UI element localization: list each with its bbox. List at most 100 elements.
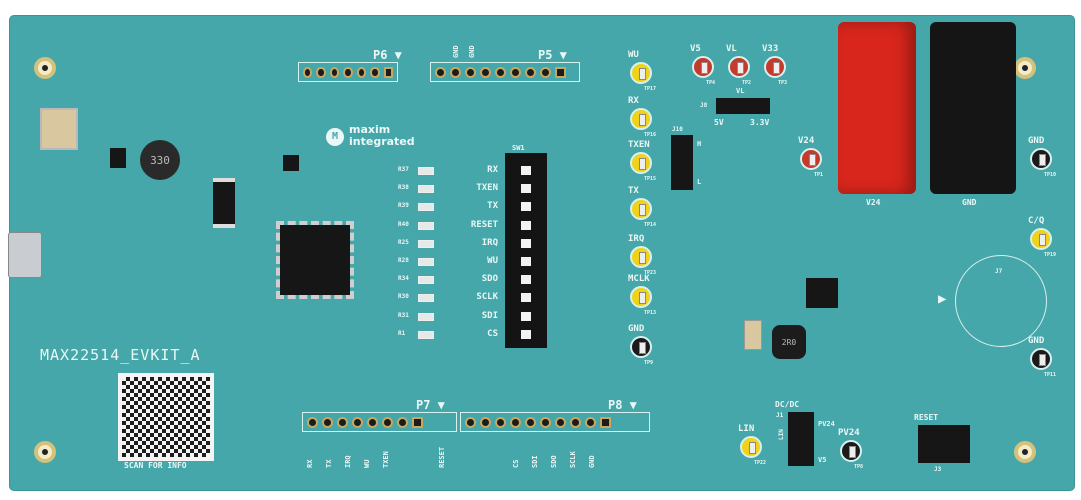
test-point-v5[interactable] [692, 56, 714, 78]
header-p7[interactable] [302, 412, 457, 432]
test-point-label: MCLK [628, 274, 650, 284]
header-pin[interactable] [540, 416, 551, 428]
header-pin[interactable] [397, 416, 408, 428]
jumper-j10[interactable] [671, 135, 693, 190]
jumper-j3[interactable] [918, 425, 970, 463]
header-pin[interactable] [316, 66, 326, 78]
banana-jack-red[interactable] [838, 22, 916, 194]
test-point-vl[interactable] [728, 56, 750, 78]
j10-top-label: H [697, 140, 702, 148]
dip-toggle[interactable] [521, 257, 531, 266]
p7-label-text: P7 [416, 398, 431, 412]
test-point-label: C/Q [1028, 216, 1045, 226]
header-pin[interactable] [307, 416, 318, 428]
test-point-wu[interactable] [630, 62, 652, 84]
resistor-ref: R25 [398, 238, 409, 246]
test-point-v33[interactable] [764, 56, 786, 78]
header-p8[interactable] [460, 412, 650, 432]
dip-toggle[interactable] [521, 202, 531, 212]
header-pin[interactable] [435, 66, 446, 78]
header-pin[interactable] [450, 66, 461, 78]
header-pin[interactable] [510, 66, 521, 78]
header-pin[interactable] [322, 416, 333, 428]
test-point-gnd_mid[interactable] [630, 336, 652, 358]
dip-toggle[interactable] [521, 220, 531, 230]
test-point-v24[interactable] [800, 148, 822, 170]
dip-toggle[interactable] [521, 166, 531, 175]
test-point-lin[interactable] [740, 436, 762, 458]
test-point-label: RX [628, 96, 639, 106]
header-pin[interactable] [382, 416, 393, 428]
header-pin[interactable] [480, 66, 491, 78]
header-pin[interactable] [303, 66, 313, 78]
test-point-gnd_r2[interactable] [1030, 348, 1052, 370]
resistor [418, 167, 434, 175]
header-pin[interactable] [495, 416, 506, 428]
header-p5[interactable] [430, 62, 580, 82]
header-pin[interactable] [356, 66, 367, 78]
mounting-hole [34, 57, 56, 79]
j3-label: RESET [914, 413, 939, 422]
dip-toggle[interactable] [521, 238, 531, 248]
header-pin[interactable] [352, 416, 363, 428]
p8-pin-label: SDI [531, 455, 539, 468]
test-point-gnd_r1[interactable] [1030, 148, 1052, 170]
header-pin[interactable] [337, 416, 348, 428]
header-p6[interactable] [298, 62, 398, 82]
dip-toggle[interactable] [521, 184, 531, 194]
test-point-pv24[interactable] [840, 440, 862, 462]
dip-toggle[interactable] [521, 293, 531, 303]
header-pin[interactable] [570, 416, 581, 428]
test-point-rx[interactable] [630, 108, 652, 130]
banana-jack-black[interactable] [930, 22, 1016, 194]
test-point-ref: TP14 [644, 222, 657, 228]
header-pin[interactable] [495, 66, 506, 78]
dip-row-label: RX [487, 165, 498, 175]
diode [213, 178, 235, 228]
jumper-j8[interactable] [716, 98, 770, 114]
p6-label: P6 ▼ [373, 48, 402, 62]
header-pin[interactable] [465, 416, 476, 428]
header-pin[interactable] [465, 66, 476, 78]
j1-bottom-label: V5 [818, 456, 827, 464]
test-point-label: VL [726, 44, 737, 54]
test-point-label: PV24 [838, 428, 860, 438]
header-pin[interactable] [480, 416, 491, 428]
header-pin[interactable] [343, 66, 353, 78]
resistor [418, 258, 434, 266]
header-pin[interactable] [383, 66, 393, 78]
header-pin[interactable] [525, 416, 536, 428]
test-point-ref: TP1 [814, 172, 824, 178]
header-pin[interactable] [540, 66, 551, 78]
resistor [418, 276, 434, 285]
test-point-irq[interactable] [630, 246, 652, 268]
header-pin[interactable] [367, 416, 378, 428]
resistor-ref: R40 [398, 220, 409, 228]
test-point-mclk[interactable] [630, 286, 652, 308]
dip-toggle[interactable] [521, 275, 531, 285]
header-pin[interactable] [510, 416, 521, 428]
dip-toggle[interactable] [521, 329, 531, 339]
header-pin[interactable] [370, 66, 380, 78]
header-pin[interactable] [329, 66, 340, 78]
jumper-j1[interactable] [788, 412, 814, 466]
header-pin[interactable] [555, 66, 566, 78]
header-pin[interactable] [525, 66, 536, 78]
resistor [418, 203, 434, 212]
header-pin[interactable] [412, 416, 423, 428]
p8-pin-label: GND [588, 455, 596, 468]
test-point-cq[interactable] [1030, 228, 1052, 250]
usb-connector[interactable] [8, 232, 42, 278]
test-point-ref: TP22 [754, 460, 767, 466]
dip-toggle[interactable] [521, 311, 531, 321]
header-pin[interactable] [555, 416, 566, 428]
test-point-tx[interactable] [630, 198, 652, 220]
dip-row-label: TXEN [476, 183, 498, 194]
p6-label-text: P6 [373, 48, 388, 62]
header-pin[interactable] [585, 416, 596, 428]
m12-connector-j7[interactable] [955, 255, 1047, 347]
dip-row-label: SDI [481, 310, 498, 321]
test-point-txen[interactable] [630, 152, 652, 174]
header-pin[interactable] [600, 416, 611, 428]
test-point-label: GND [1028, 136, 1045, 146]
